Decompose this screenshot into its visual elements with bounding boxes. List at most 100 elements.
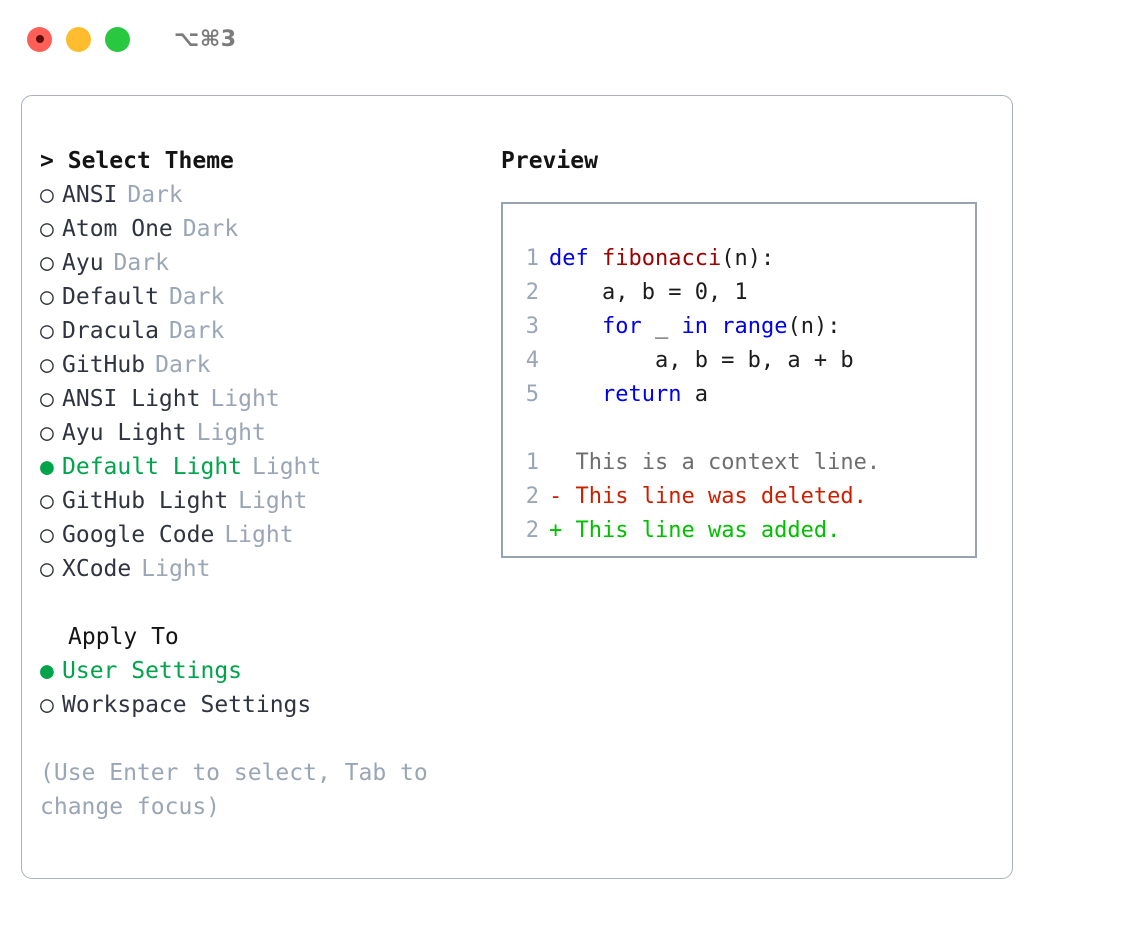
code-token-kw: def — [549, 246, 602, 271]
radio-unselected-icon: ○ — [40, 386, 54, 412]
theme-option-tag: Light — [141, 556, 211, 582]
diff-line-ctx: 1 This is a context line. — [503, 446, 975, 480]
theme-option-ansi-light[interactable]: ○ ANSI Light Light — [40, 382, 480, 416]
theme-option-tag: Dark — [113, 250, 169, 276]
line-number: 3 — [525, 314, 539, 339]
theme-option-label: Ayu — [62, 250, 104, 276]
line-number: 2 — [525, 280, 539, 305]
apply-to-option-user-settings[interactable]: ● User Settings — [40, 654, 480, 688]
theme-option-tag: Dark — [155, 352, 211, 378]
preview-title: Preview — [501, 148, 598, 174]
code-token-plain — [708, 314, 721, 339]
theme-option-label: Dracula — [62, 318, 159, 344]
page-title-text — [54, 148, 68, 174]
radio-unselected-icon: ○ — [40, 284, 54, 310]
theme-option-xcode[interactable]: ○ XCode Light — [40, 552, 480, 586]
code-token-plain: (n): — [721, 246, 775, 271]
code-token-plain: (n): — [787, 314, 841, 339]
code-token-plain: a, b = b, a + b — [549, 348, 854, 373]
apply-to-option-label: Workspace Settings — [62, 692, 312, 718]
traffic-lights — [27, 26, 130, 52]
code-token-plain — [549, 314, 602, 339]
radio-unselected-icon: ○ — [40, 250, 54, 276]
diff-line-del: 2- This line was deleted. — [503, 480, 975, 514]
theme-option-dracula[interactable]: ○ Dracula Dark — [40, 314, 480, 348]
apply-to-option-list: ● User Settings ○ Workspace Settings — [40, 654, 480, 722]
prompt-caret-icon: > — [40, 148, 54, 174]
page-title: > Select Theme — [40, 144, 480, 178]
code-token-plain: a — [681, 382, 708, 407]
apply-to-option-label: User Settings — [62, 658, 243, 684]
line-number: 5 — [525, 382, 539, 407]
code-token-plain: a, b = 0, 1 — [549, 280, 748, 305]
theme-option-tag: Dark — [127, 182, 183, 208]
minimize-light[interactable] — [66, 26, 91, 52]
code-line-text: a, b = 0, 1 — [549, 276, 748, 310]
radio-unselected-icon: ○ — [40, 692, 54, 718]
code-token-kw: range — [721, 314, 788, 339]
code-line: 5 return a — [503, 378, 975, 412]
theme-option-tag: Light — [252, 454, 322, 480]
radio-unselected-icon: ○ — [40, 182, 54, 208]
keyboard-hint: (Use Enter to select, Tab to change focu… — [40, 760, 442, 820]
theme-option-label: ANSI Light — [62, 386, 201, 412]
theme-option-tag: Light — [196, 420, 266, 446]
theme-option-tag: Dark — [168, 284, 225, 310]
radio-unselected-icon: ○ — [40, 420, 54, 446]
theme-option-label: Atom One — [62, 216, 173, 242]
radio-unselected-icon: ○ — [40, 216, 54, 242]
title-bar: ⌥⌘3 — [0, 0, 1140, 78]
theme-option-tag: Dark — [182, 216, 239, 242]
line-number: 1 — [525, 246, 539, 271]
code-line-text: a, b = b, a + b — [549, 344, 854, 378]
code-line-text: for _ in range(n): — [549, 310, 840, 344]
code-token-kw: in — [681, 314, 708, 339]
apply-to-option-workspace-settings[interactable]: ○ Workspace Settings — [40, 688, 480, 722]
diff-line-text: This line was deleted. — [562, 484, 867, 509]
theme-option-label: Google Code — [62, 522, 215, 548]
apply-to-heading: Apply To — [68, 624, 179, 650]
radio-unselected-icon: ○ — [40, 318, 54, 344]
radio-unselected-icon: ○ — [40, 556, 54, 582]
maximize-light[interactable] — [105, 26, 130, 52]
diff-line-text: This line was added. — [562, 518, 841, 543]
theme-option-tag: Light — [224, 522, 294, 548]
code-token-plain: _ — [641, 314, 682, 339]
close-light[interactable] — [27, 26, 52, 52]
code-token-kw: for — [601, 314, 642, 339]
code-token-kw: return — [601, 382, 682, 407]
code-token-fn: fibonacci — [601, 246, 722, 271]
window-title-shortcut: ⌥⌘3 — [174, 26, 237, 52]
theme-option-label: Default Light — [62, 454, 243, 480]
code-line-text: return a — [549, 378, 708, 412]
code-token-plain — [549, 382, 602, 407]
code-line: 4 a, b = b, a + b — [503, 344, 975, 378]
theme-option-label: XCode — [62, 556, 132, 582]
theme-option-atom-one[interactable]: ○ Atom One Dark — [40, 212, 480, 246]
theme-option-tag: Light — [210, 386, 280, 412]
theme-option-label: GitHub — [62, 352, 146, 378]
diff-marker — [549, 446, 562, 480]
radio-selected-icon: ● — [40, 658, 54, 684]
line-number: 2 — [525, 518, 539, 543]
code-line: 2 a, b = 0, 1 — [503, 276, 975, 310]
theme-option-tag: Light — [238, 488, 308, 514]
diff-sample: 1 This is a context line.2- This line wa… — [503, 446, 975, 548]
theme-option-ayu[interactable]: ○ Ayu Dark — [40, 246, 480, 280]
line-number: 1 — [525, 450, 539, 475]
diff-line-text: This is a context line. — [562, 450, 881, 475]
theme-option-tag: Dark — [168, 318, 225, 344]
page-title-label: Select Theme — [67, 148, 234, 174]
